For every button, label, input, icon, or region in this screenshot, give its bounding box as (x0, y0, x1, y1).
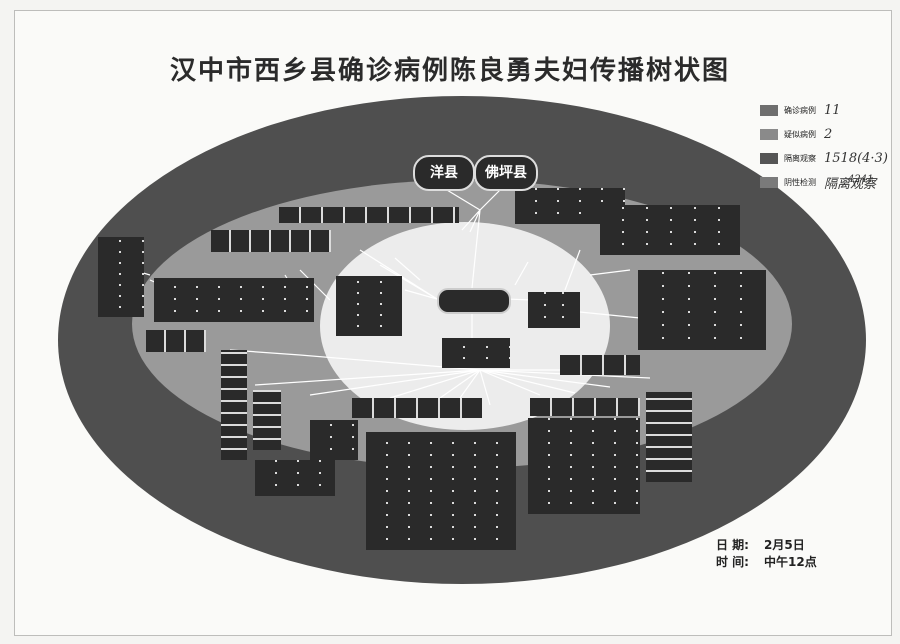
legend-label: 疑似病例 (784, 129, 816, 139)
county-node-yangxian: 洋县 (413, 155, 475, 191)
legend-item: 疑似病例 2 (760, 122, 890, 146)
cluster-hub (442, 338, 510, 368)
legend-label: 确诊病例 (784, 105, 816, 115)
cluster-lower-left-2 (255, 460, 335, 496)
time-value: 中午12点 (764, 555, 817, 569)
date-label: 日 期: (716, 538, 749, 552)
time-label: 时 间: (716, 555, 749, 569)
legend-swatch (760, 176, 778, 188)
legend-swatch (760, 104, 778, 116)
legend-note: 2 (824, 126, 833, 142)
index-case-node (437, 288, 511, 314)
cluster-lower-left-3 (310, 420, 358, 460)
legend-swatch (760, 152, 778, 164)
legend-label: 阴性检测 (784, 177, 816, 187)
cluster-left-column (221, 350, 247, 460)
cluster-right-large (638, 270, 766, 350)
date-value: 2月5日 (764, 538, 805, 552)
legend-note: 1518(4·3) (824, 150, 888, 166)
legend-label: 隔离观察 (784, 153, 816, 163)
cluster-left-lower (146, 330, 206, 352)
cluster-center-right (528, 292, 580, 328)
legend-item: 隔离观察 1518(4·3) (760, 146, 890, 170)
date-line: 日 期: 2月5日 (716, 537, 817, 554)
cluster-bottom-center (366, 432, 516, 550)
cluster-bottom-right (528, 418, 640, 514)
cluster-right-lower (646, 392, 692, 482)
county-node-fopingxian: 佛坪县 (474, 155, 538, 191)
cluster-top-left-a (279, 207, 459, 223)
legend-note: 隔离观察 (824, 176, 877, 192)
legend-item: 确诊病例 11 (760, 98, 890, 122)
page-title: 汉中市西乡县确诊病例陈良勇夫妇传播树状图 (169, 56, 730, 86)
cluster-top-left-b (211, 230, 331, 252)
legend-item: 阴性检测 隔离观察 (760, 170, 890, 194)
time-line: 时 间: 中午12点 (716, 554, 817, 571)
cluster-bottom-right-top (530, 398, 640, 416)
cluster-bottom-mid-top (352, 398, 482, 418)
legend-swatch (760, 128, 778, 140)
legend-note: 11 (824, 102, 841, 118)
cluster-center-left (336, 276, 402, 336)
cluster-lower-left (253, 390, 281, 450)
date-time-block: 日 期: 2月5日 时 间: 中午12点 (716, 537, 817, 571)
cluster-top-right-b (600, 205, 740, 255)
cluster-far-left (98, 237, 144, 317)
legend-handwritten-count: 4241 (848, 174, 874, 185)
cluster-right-mid (560, 355, 640, 375)
cluster-left-mid (154, 278, 314, 322)
legend: 确诊病例 11 疑似病例 2 隔离观察 1518(4·3) 阴性检测 隔离观察 (760, 98, 890, 194)
